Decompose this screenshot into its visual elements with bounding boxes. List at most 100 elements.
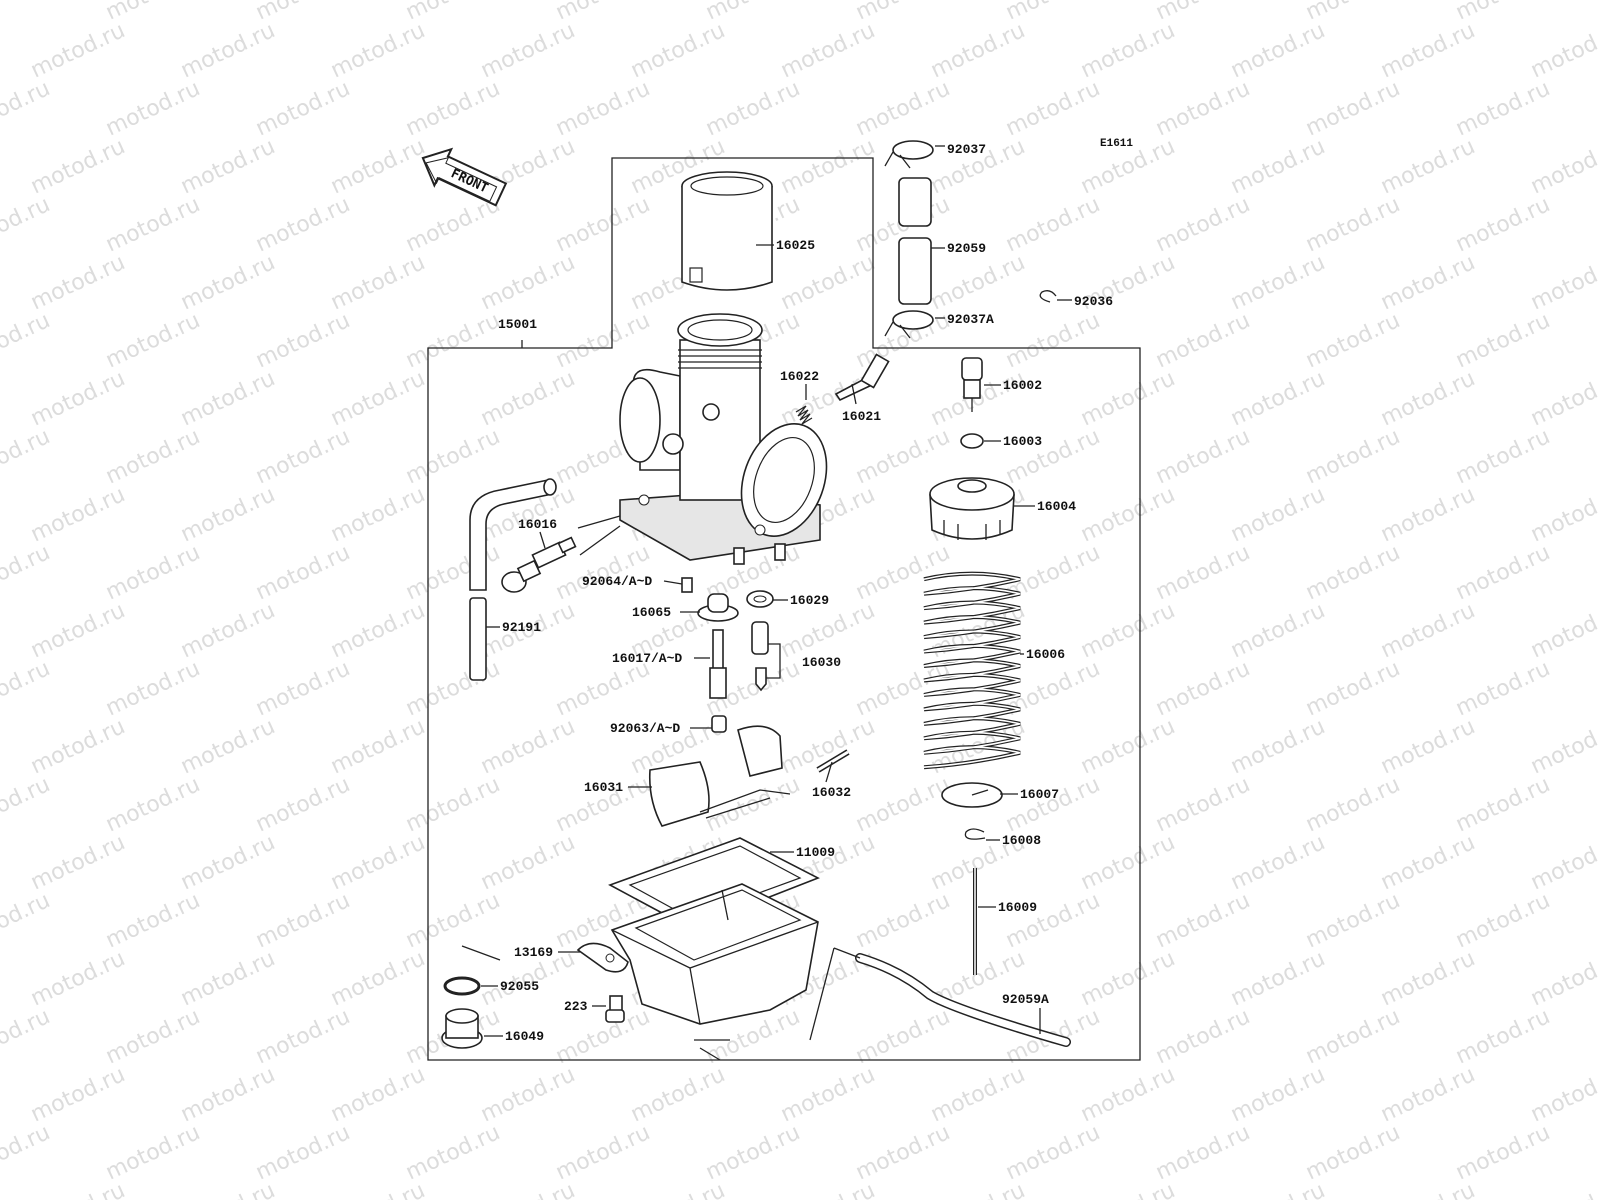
watermark-text: motod.ru bbox=[777, 1178, 879, 1200]
watermark-text: motod.ru bbox=[27, 946, 129, 1011]
watermark-text: motod.ru bbox=[852, 540, 954, 605]
watermark-text: motod.ru bbox=[252, 656, 354, 721]
watermark-text: motod.ru bbox=[0, 888, 54, 953]
watermark-text: motod.ru bbox=[1377, 1062, 1479, 1127]
watermark-text: motod.ru bbox=[102, 76, 204, 141]
watermark-text: motod.ru bbox=[1152, 772, 1254, 837]
watermark-text: motod.ru bbox=[27, 1178, 129, 1200]
leader-line-16016 bbox=[539, 531, 546, 549]
watermark-text: motod.ru bbox=[1452, 308, 1554, 373]
watermark-text: motod.ru bbox=[1227, 1178, 1329, 1200]
watermark-text: motod.ru bbox=[1527, 1062, 1600, 1127]
watermark-text: motod.ru bbox=[102, 888, 204, 953]
watermark-text: motod.ru bbox=[477, 714, 579, 779]
part-label-92191: 92191 bbox=[502, 620, 541, 635]
part-label-16031: 16031 bbox=[584, 780, 623, 795]
watermark-text: motod.ru bbox=[1527, 946, 1600, 1011]
watermark-text: motod.ru bbox=[1152, 1120, 1254, 1185]
part-label-16006: 16006 bbox=[1026, 647, 1065, 662]
watermark-text: motod.ru bbox=[1227, 482, 1329, 547]
watermark-text: motod.ru bbox=[1152, 888, 1254, 953]
watermark-text: motod.ru bbox=[1002, 192, 1104, 257]
leader-line-92064 bbox=[663, 580, 683, 585]
hose-92059a bbox=[809, 947, 1071, 1047]
watermark-text: motod.ru bbox=[1077, 830, 1179, 895]
watermark-text: motod.ru bbox=[1077, 946, 1179, 1011]
watermark-text: motod.ru bbox=[1452, 1120, 1554, 1185]
watermark-text: motod.ru bbox=[1452, 1004, 1554, 1069]
watermark-text: motod.ru bbox=[102, 424, 204, 489]
watermark-text: motod.ru bbox=[1452, 540, 1554, 605]
watermark-text: motod.ru bbox=[1227, 1062, 1329, 1127]
watermark-text: motod.ru bbox=[27, 482, 129, 547]
watermark-text: motod.ru bbox=[252, 772, 354, 837]
watermark-text: motod.ru bbox=[327, 482, 429, 547]
watermark-text: motod.ru bbox=[0, 76, 54, 141]
watermark-text: motod.ru bbox=[252, 76, 354, 141]
watermark-text: motod.ru bbox=[0, 540, 54, 605]
part-label-92036: 92036 bbox=[1074, 294, 1113, 309]
watermark-text: motod.ru bbox=[1302, 192, 1404, 257]
part-label-16022: 16022 bbox=[780, 369, 819, 384]
washer-16029 bbox=[746, 590, 774, 608]
part-label-16032: 16032 bbox=[812, 785, 851, 800]
drain-plug-16049 bbox=[441, 1008, 483, 1049]
watermark-text: motod.ru bbox=[402, 772, 504, 837]
watermark-text: motod.ru bbox=[1452, 772, 1554, 837]
watermark-text: motod.ru bbox=[177, 366, 279, 431]
watermark-text: motod.ru bbox=[852, 1120, 954, 1185]
watermark-text: motod.ru bbox=[0, 1120, 54, 1185]
watermark-text: motod.ru bbox=[177, 1178, 279, 1200]
watermark-text: motod.ru bbox=[102, 772, 204, 837]
hose-clamp-92037a bbox=[884, 310, 934, 339]
watermark-text: motod.ru bbox=[1227, 134, 1329, 199]
watermark-text: motod.ru bbox=[327, 946, 429, 1011]
watermark-text: motod.ru bbox=[177, 714, 279, 779]
watermark-text: motod.ru bbox=[177, 1062, 279, 1127]
watermark-text: motod.ru bbox=[402, 540, 504, 605]
watermark-text: motod.ru bbox=[27, 134, 129, 199]
watermark-text: motod.ru bbox=[1452, 424, 1554, 489]
watermark-text: motod.ru bbox=[927, 250, 1029, 315]
watermark-text: motod.ru bbox=[252, 192, 354, 257]
watermark-text: motod.ru bbox=[27, 366, 129, 431]
watermark-text: motod.ru bbox=[252, 424, 354, 489]
watermark-text: motod.ru bbox=[1302, 540, 1404, 605]
watermark-text: motod.ru bbox=[252, 1120, 354, 1185]
watermark-text: motod.ru bbox=[1452, 76, 1554, 141]
watermark-text: motod.ru bbox=[1302, 772, 1404, 837]
watermark-text: motod.ru bbox=[1302, 308, 1404, 373]
watermark-text: motod.ru bbox=[852, 76, 954, 141]
watermark-text: motod.ru bbox=[1227, 598, 1329, 663]
part-label-11009: 11009 bbox=[796, 845, 835, 860]
throttle-slide-16025 bbox=[681, 171, 773, 291]
watermark-text: motod.ru bbox=[1077, 598, 1179, 663]
watermark-text: motod.ru bbox=[477, 1062, 579, 1127]
watermark-text: motod.ru bbox=[177, 250, 279, 315]
watermark-text: motod.ru bbox=[1527, 482, 1600, 547]
watermark-text: motod.ru bbox=[1152, 540, 1254, 605]
watermark-text: motod.ru bbox=[552, 76, 654, 141]
watermark-text: motod.ru bbox=[0, 308, 54, 373]
watermark-text: motod.ru bbox=[327, 598, 429, 663]
clip-92036 bbox=[1039, 290, 1057, 303]
watermark-text: motod.ru bbox=[177, 482, 279, 547]
watermark-text: motod.ru bbox=[27, 250, 129, 315]
watermark-text: motod.ru bbox=[702, 1120, 804, 1185]
leader-line-16032 bbox=[825, 761, 833, 783]
watermark-text: motod.ru bbox=[627, 1062, 729, 1127]
part-label-92064: 92064/A~D bbox=[582, 574, 652, 589]
tube-92191 bbox=[469, 478, 557, 681]
air-screw-16021 bbox=[834, 353, 890, 402]
spring-16022 bbox=[795, 405, 813, 425]
watermark-text: motod.ru bbox=[927, 18, 1029, 83]
plate-13169 bbox=[576, 942, 629, 973]
watermark-text: motod.ru bbox=[1227, 250, 1329, 315]
watermark-text: motod.ru bbox=[777, 250, 879, 315]
watermark-text: motod.ru bbox=[1002, 772, 1104, 837]
watermark-text: motod.ru bbox=[1527, 714, 1600, 779]
part-label-16030: 16030 bbox=[802, 655, 841, 670]
watermark-text: motod.ru bbox=[1527, 830, 1600, 895]
watermark-text: motod.ru bbox=[102, 192, 204, 257]
float-bowl bbox=[610, 883, 819, 1025]
